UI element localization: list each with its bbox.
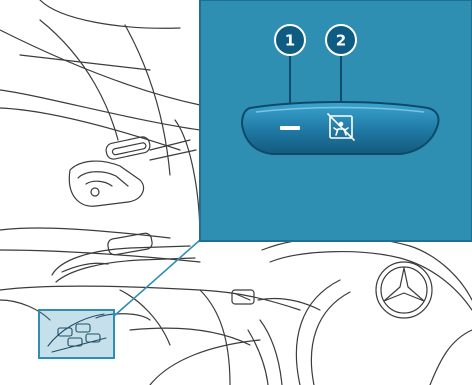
armrest-switches (96, 290, 320, 320)
callout-1: 1 (275, 25, 305, 55)
callout-1-number: 1 (285, 32, 295, 50)
child-lock-switch-button (242, 102, 439, 154)
door-handle (52, 232, 195, 282)
steering-wheel (248, 237, 472, 385)
window-control-indicator (280, 126, 300, 130)
seat-adjust-controls (69, 136, 196, 207)
callout-connector (114, 240, 200, 316)
mercedes-star-icon (376, 262, 432, 318)
inset-panel: 1 2 (200, 0, 472, 241)
callout-2: 2 (326, 25, 356, 55)
window-switch-highlight (39, 310, 114, 358)
callout-2-number: 2 (336, 32, 346, 50)
